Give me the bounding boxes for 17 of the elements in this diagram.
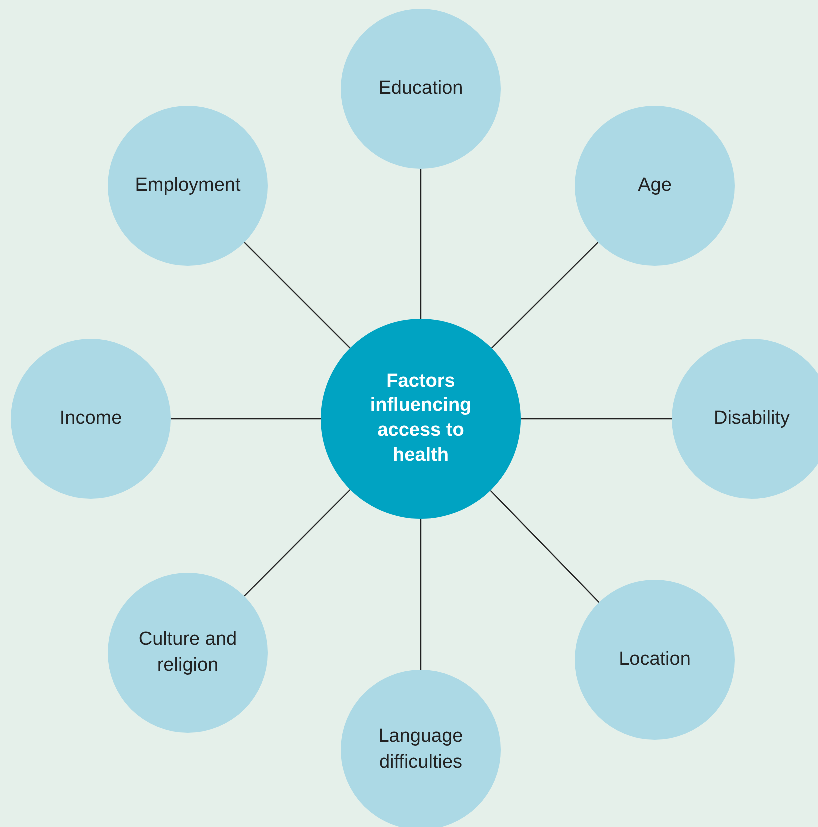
factor-label: Age (638, 174, 672, 198)
factor-label: Employment (135, 174, 241, 198)
factor-label: Culture and religion (138, 628, 238, 678)
connector-line (420, 169, 422, 319)
connector-line (420, 519, 422, 670)
factor-label: Language difficulties (378, 725, 464, 775)
factor-label: Education (378, 77, 464, 102)
connector-line (244, 242, 351, 349)
connector-line (244, 489, 351, 597)
connector-line (171, 418, 321, 420)
connector-line (491, 242, 599, 349)
central-label: Factors influencing access to health (369, 370, 473, 468)
connector-line (490, 490, 600, 604)
factor-label: Disability (714, 407, 790, 432)
connector-line (521, 418, 672, 420)
factor-label: Income (60, 407, 122, 432)
factor-label: Location (619, 648, 691, 672)
